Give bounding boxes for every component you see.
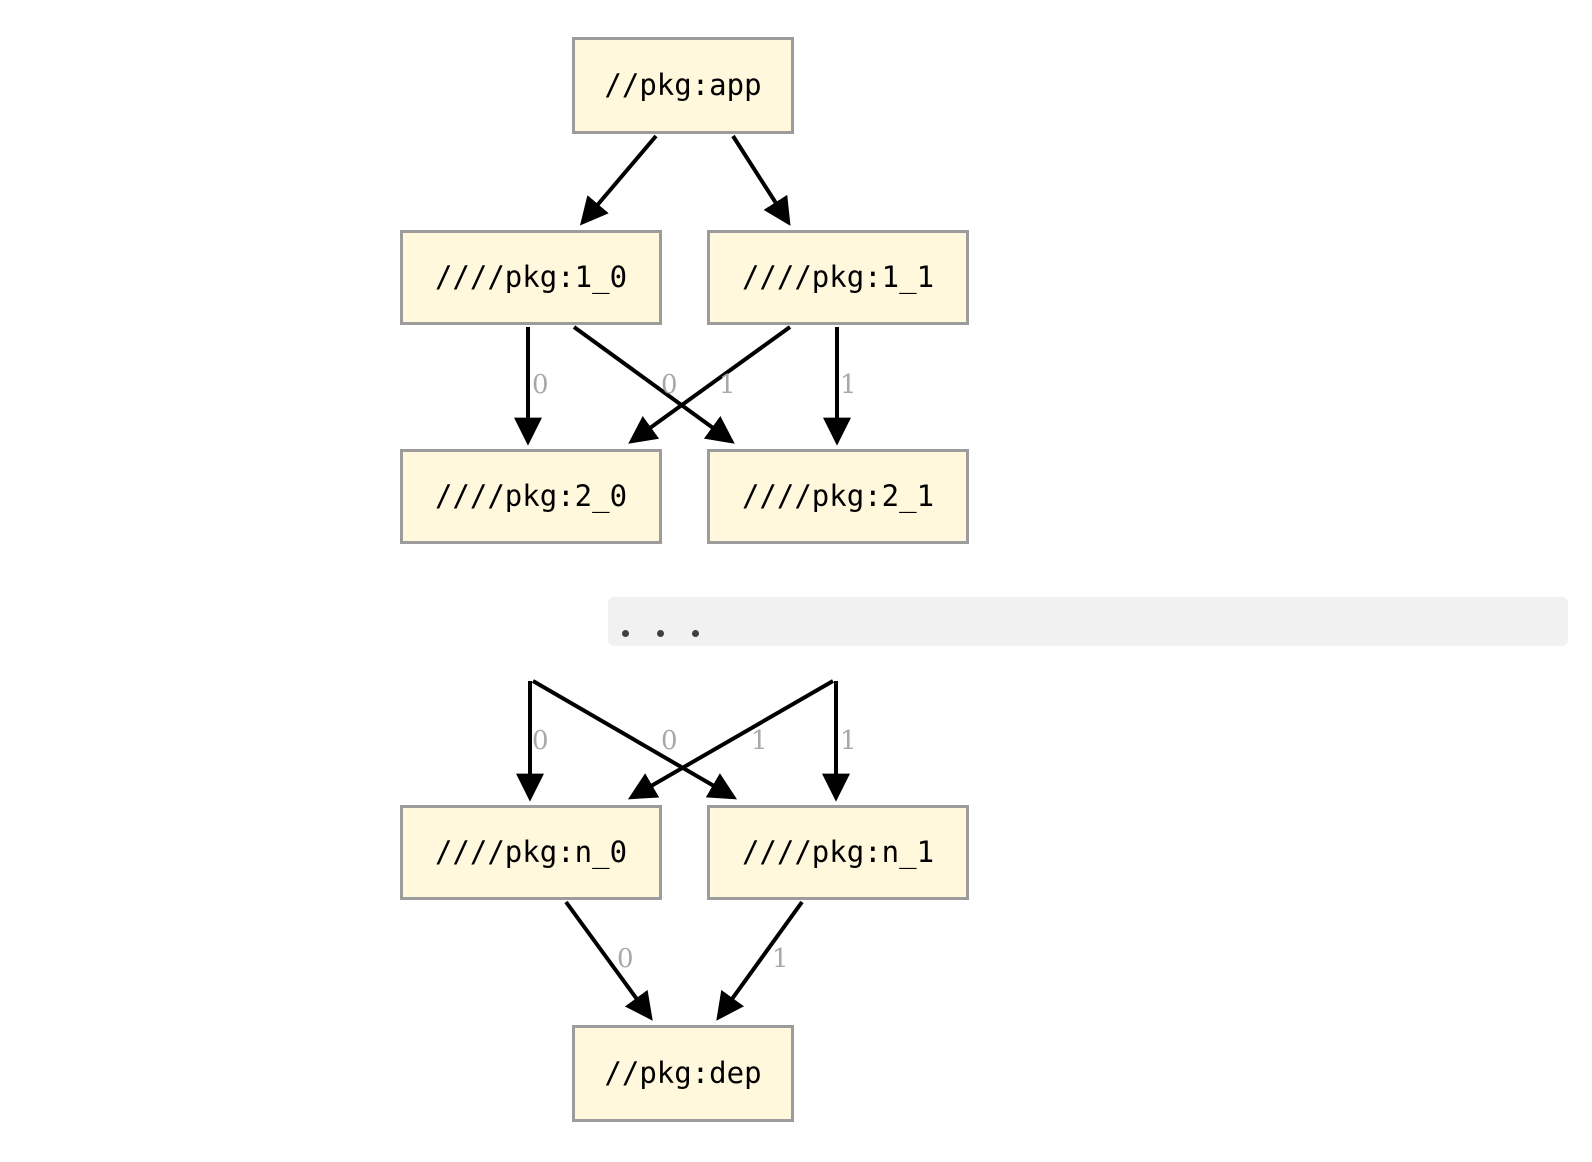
- ellipsis-dots: [608, 630, 699, 637]
- node-pkg-2-0-label: ////pkg:2_0: [434, 479, 628, 513]
- node-pkg-n-1[interactable]: ////pkg:n_1: [707, 805, 969, 900]
- edge-app-to-1_1: [731, 134, 791, 226]
- node-pkg-2-1-label: ////pkg:2_1: [741, 479, 935, 513]
- edge-cutright-to-n_0: [627, 679, 834, 800]
- edge-label-n_0-to-dep: 0: [617, 944, 634, 974]
- node-pkg-2-0[interactable]: ////pkg:2_0: [400, 449, 662, 544]
- ellipsis-dot-1: [622, 630, 629, 637]
- node-pkg-n-0-label: ////pkg:n_0: [434, 835, 628, 869]
- node-pkg-n-1-label: ////pkg:n_1: [741, 835, 935, 869]
- ellipsis-dot-2: [657, 630, 664, 637]
- node-pkg-2-1[interactable]: ////pkg:2_1: [707, 449, 969, 544]
- node-app[interactable]: //pkg:app: [572, 37, 794, 134]
- ellipsis-band: [608, 597, 1568, 646]
- edge-label-cutright-to-n_1: 1: [840, 726, 857, 756]
- edge-label-1_1-to-2_0: 1: [719, 370, 736, 400]
- edge-1_0-to-2_1: [572, 325, 735, 444]
- edge-label-cutleft-to-n_1: 0: [661, 726, 678, 756]
- edge-label-1_0-to-2_0: 0: [532, 370, 549, 400]
- node-dep-label: //pkg:dep: [604, 1056, 762, 1090]
- ellipsis-dot-3: [692, 630, 699, 637]
- node-app-label: //pkg:app: [604, 68, 762, 102]
- edge-1_1-to-2_0: [628, 325, 792, 444]
- node-pkg-1-1[interactable]: ////pkg:1_1: [707, 230, 969, 325]
- node-pkg-1-1-label: ////pkg:1_1: [741, 260, 935, 294]
- edge-n_1-to-dep: [716, 900, 804, 1021]
- edge-label-cutleft-to-n_0: 0: [532, 726, 549, 756]
- node-pkg-1-0-label: ////pkg:1_0: [434, 260, 628, 294]
- edge-cutleft-to-n_1: [531, 679, 738, 800]
- edge-n_0-to-dep: [564, 900, 653, 1021]
- edge-label-1_1-to-2_1: 1: [840, 370, 857, 400]
- edge-label-cutright-to-n_0: 1: [751, 726, 768, 756]
- node-pkg-n-0[interactable]: ////pkg:n_0: [400, 805, 662, 900]
- edge-label-1_0-to-2_1: 0: [661, 370, 678, 400]
- edge-label-n_1-to-dep: 1: [772, 944, 789, 974]
- edge-app-to-1_0: [579, 134, 658, 226]
- node-pkg-1-0[interactable]: ////pkg:1_0: [400, 230, 662, 325]
- node-dep[interactable]: //pkg:dep: [572, 1025, 794, 1122]
